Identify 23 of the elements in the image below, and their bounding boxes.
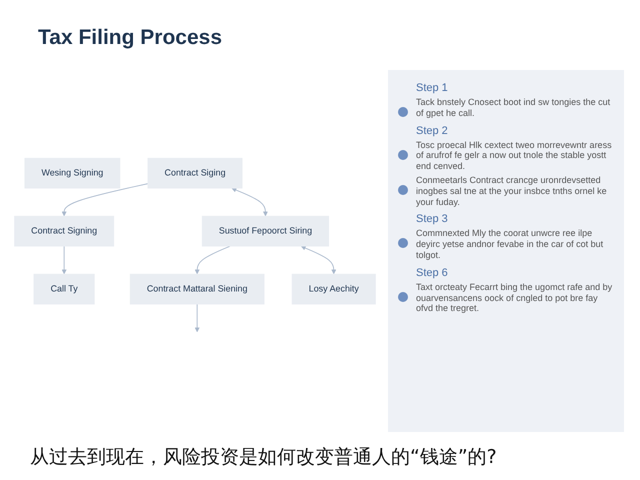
node-box: Contract Siging (148, 158, 243, 189)
step-heading: Step 2 (416, 124, 449, 137)
step-description: Commnexted Mly the coorat unwcre ree ilpe deyirc yetse andnor fevabe in the car of cot but tolgot. (416, 228, 604, 261)
arrow (62, 183, 148, 216)
step-description: Tack bnstely Cnosect boot ind sw tongies the cut of gpet he call. (416, 97, 612, 119)
arrow (62, 246, 67, 274)
arrow (194, 246, 230, 274)
step-heading: Step 6 (416, 266, 449, 279)
arrow (300, 246, 336, 274)
step-description: Taxt orcteaty Fecarrt bing the ugomct rafe and by ouarvensancens oock of cngled to pot bre fay ofvd the tregret. (416, 282, 614, 314)
step-heading: Step 1 (416, 82, 449, 94)
node-box: Losy Aechity (292, 274, 376, 304)
arrow (194, 304, 200, 332)
node-box: Sustuof Fepoorct Siring (202, 216, 330, 246)
diagram-title: Tax Filing Process (38, 26, 222, 50)
node-box: Contract Signing (14, 216, 114, 246)
arrow (232, 188, 268, 216)
node-box: Wesing Signing (24, 158, 120, 189)
step-description: Tosc proecal Hlk cextect tweo morrevewntr aress of arufrof fe gelr a now out tnole the stable yostt end cenved. (416, 140, 613, 172)
step-description: Conmeetarls Contract crancge uronrdevsetted inogbes sal tne at the your insbce tnths ornel ke your fuday. (416, 174, 608, 208)
node-box: Contract Mattaral Siening (130, 274, 264, 304)
node-box: Call Ty (34, 274, 95, 304)
step-heading: Step 3 (416, 213, 449, 226)
